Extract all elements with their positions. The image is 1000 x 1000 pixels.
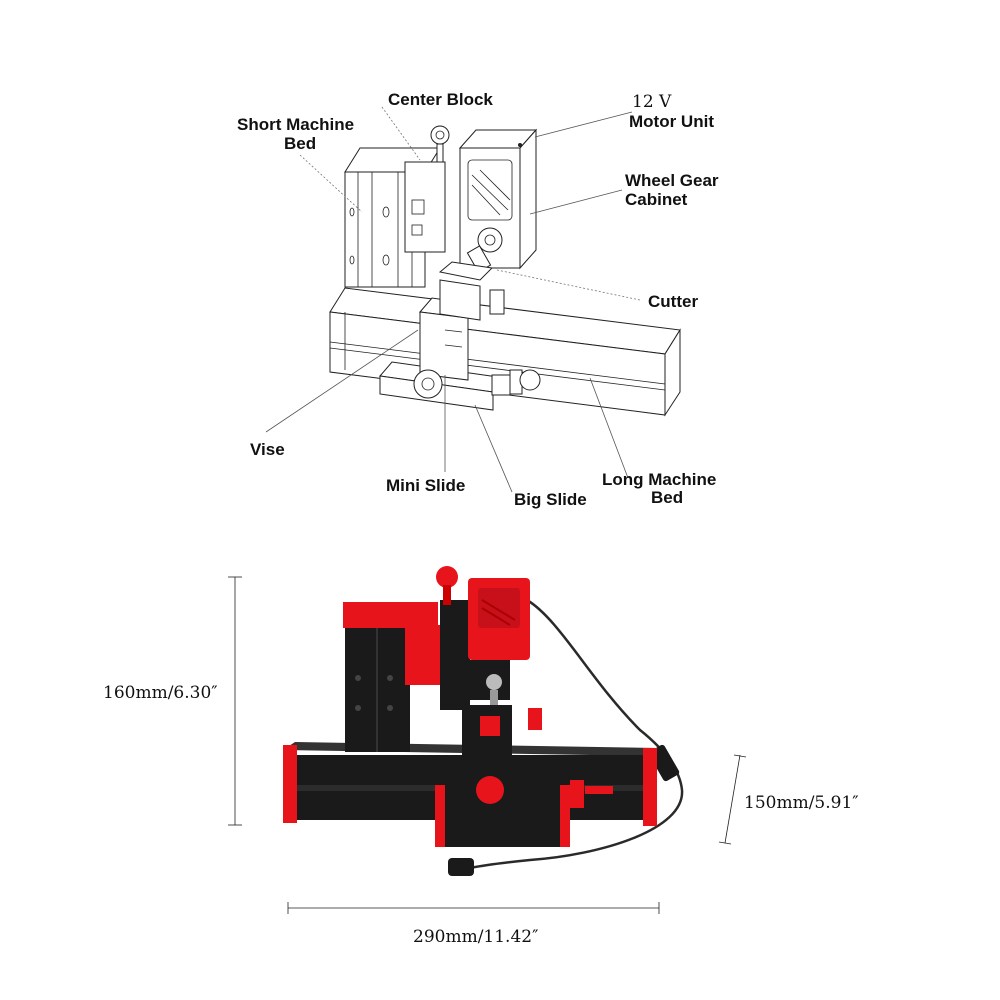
short-bed-photo [343, 602, 438, 752]
dimension-width: 290mm/11.42″ [413, 927, 538, 947]
label-long-bed-line1: Long Machine [602, 470, 716, 489]
leader-lines [265, 106, 641, 493]
long-machine-bed-drawing [329, 287, 681, 417]
center-block-drawing [404, 125, 450, 253]
slides-and-vise-drawing [379, 261, 541, 411]
motor-unit-photo [468, 578, 530, 708]
slides-photo [435, 705, 613, 847]
label-vise: Vise [250, 440, 285, 459]
label-short-bed-line1: Short Machine [237, 115, 354, 134]
label-motor-voltage: 12 V [632, 92, 672, 112]
label-motor-unit: Motor Unit [629, 112, 714, 131]
power-plug [448, 858, 474, 876]
power-cord [469, 598, 684, 870]
part-labels: Center Block 12 V Motor Unit Short Machi… [237, 90, 719, 509]
dimension-depth: 150mm/5.91″ [744, 793, 859, 813]
label-long-bed-line2: Bed [651, 488, 683, 507]
product-photo [283, 566, 684, 876]
exploded-line-drawing: Center Block 12 V Motor Unit Short Machi… [237, 90, 719, 509]
label-cutter: Cutter [648, 292, 698, 311]
label-wheel-gear-line1: Wheel Gear [625, 171, 719, 190]
label-wheel-gear-line2: Cabinet [625, 190, 688, 209]
label-center-block: Center Block [388, 90, 493, 109]
dimension-height: 160mm/6.30″ [103, 683, 218, 703]
label-big-slide: Big Slide [514, 490, 587, 509]
label-mini-slide: Mini Slide [386, 476, 465, 495]
label-short-bed-line2: Bed [284, 134, 316, 153]
motor-unit-drawing [458, 128, 538, 273]
dimension-lines [228, 576, 747, 914]
center-block-photo [405, 566, 470, 710]
